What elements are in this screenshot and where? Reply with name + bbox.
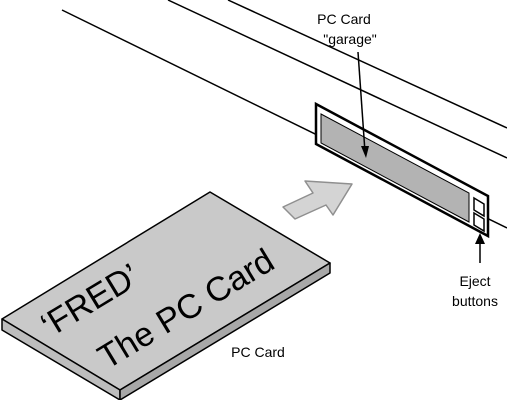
garage-callout: PC Card "garage" <box>317 11 377 158</box>
eject-callout: Eject buttons <box>452 233 498 309</box>
laptop-chassis-upper-edge <box>227 0 507 129</box>
slot-card-face <box>320 113 470 223</box>
eject-leader-arrowhead <box>475 233 485 244</box>
eject-button-upper <box>473 196 485 218</box>
garage-label-line1: PC Card <box>317 11 371 27</box>
arrow-up-right-icon <box>282 180 353 220</box>
garage-leader-arrowhead <box>361 146 369 158</box>
pc-card-top-face <box>1 191 331 391</box>
laptop-chassis-top-edge <box>167 0 507 159</box>
eject-label-line1: Eject <box>459 273 490 289</box>
pc-card-slot <box>314 101 490 239</box>
eject-button-lower <box>473 211 485 233</box>
card-caption: PC Card <box>231 344 285 360</box>
garage-leader-line <box>357 51 366 153</box>
pc-card-front-edge <box>1 318 121 400</box>
pc-card <box>1 191 331 400</box>
eject-label-line2: buttons <box>452 293 498 309</box>
garage-label-line2: "garage" <box>323 31 377 47</box>
pc-card-side-edge <box>119 262 331 400</box>
